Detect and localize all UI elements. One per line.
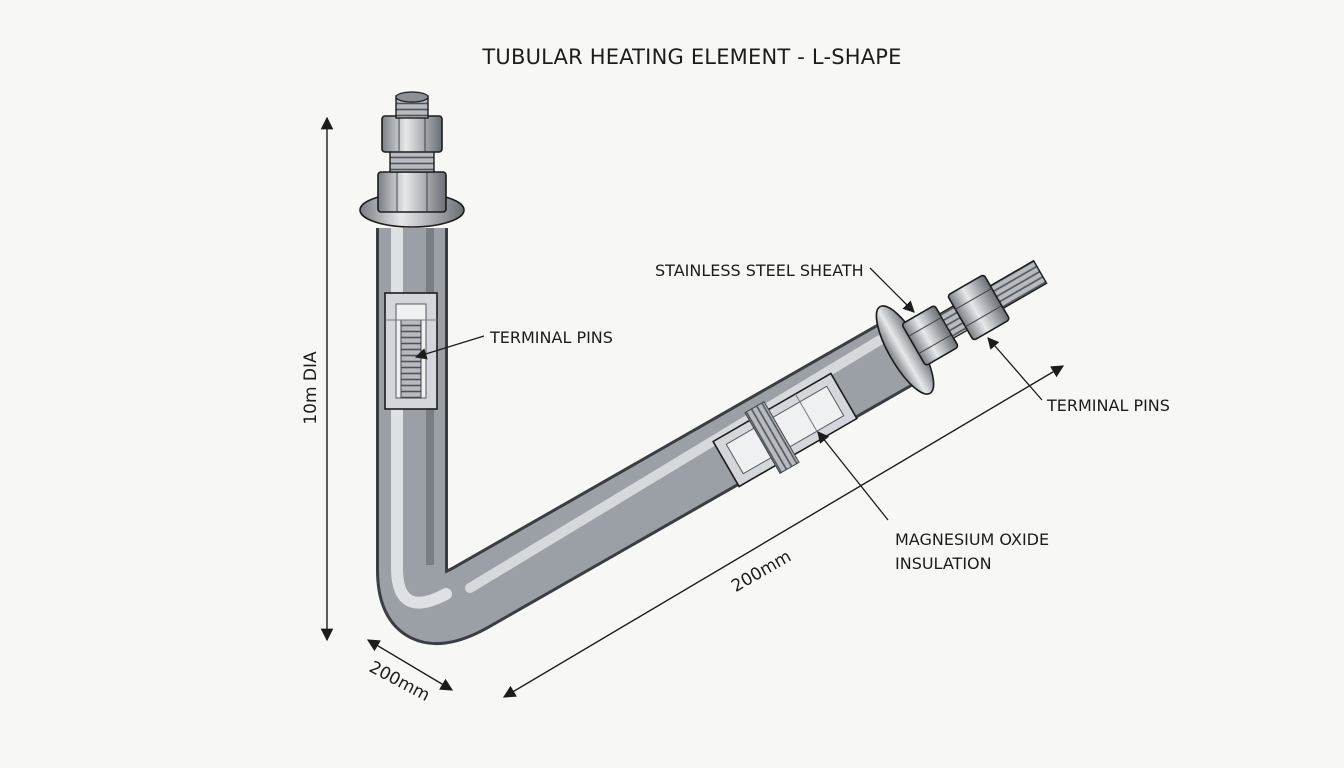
- top-terminal: [359, 91, 465, 228]
- dimension-horizontal-short: 200mm: [366, 639, 454, 706]
- label-terminal-pins-right: TERMINAL PINS: [1046, 396, 1170, 415]
- label-terminal-pins-left: TERMINAL PINS: [489, 328, 613, 347]
- dimension-horizontal-short-label: 200mm: [366, 657, 433, 705]
- dimension-vertical: 10m DIA: [301, 116, 334, 642]
- dimension-horizontal-long-label: 200mm: [728, 547, 795, 597]
- label-magnesium-oxide-line2: INSULATION: [895, 554, 992, 573]
- label-magnesium-oxide-line1: MAGNESIUM OXIDE: [895, 530, 1049, 549]
- vertical-cutaway: [384, 292, 438, 410]
- callout-magnesium-oxide: MAGNESIUM OXIDE INSULATION: [817, 431, 1049, 573]
- label-stainless-steel-sheath: STAINLESS STEEL SHEATH: [655, 261, 864, 280]
- dimension-vertical-label: 10m DIA: [301, 351, 321, 425]
- callout-terminal-pins-right: TERMINAL PINS: [987, 337, 1170, 415]
- diagram-title: TUBULAR HEATING ELEMENT - L-SHAPE: [481, 45, 901, 69]
- callout-stainless-steel-sheath: STAINLESS STEEL SHEATH: [655, 261, 915, 313]
- callout-terminal-pins-left: TERMINAL PINS: [414, 328, 613, 360]
